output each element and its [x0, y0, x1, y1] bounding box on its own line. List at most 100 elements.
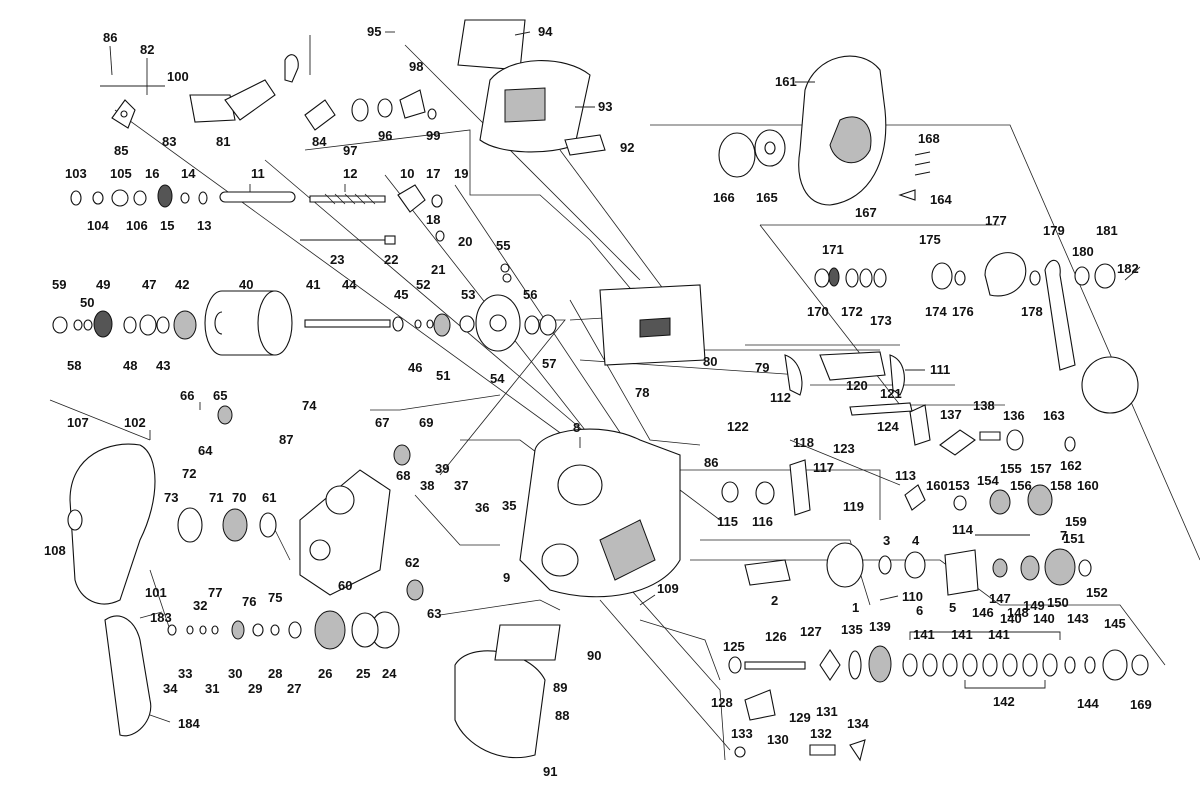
- part-label: 170: [807, 304, 829, 319]
- part-label: 68: [396, 468, 410, 483]
- part-label: 43: [156, 358, 170, 373]
- part-label: 96: [378, 128, 392, 143]
- mid-right-parts: [721, 351, 1076, 536]
- part-label: 74: [302, 398, 317, 413]
- part-label: 28: [268, 666, 282, 681]
- part-label: 166: [713, 190, 735, 205]
- part-label: 184: [178, 716, 200, 731]
- part-label: 174: [925, 304, 947, 319]
- part-label: 85: [114, 143, 128, 158]
- part-label: 164: [930, 192, 952, 207]
- part-label: 118: [793, 435, 814, 450]
- part-label: 132: [810, 726, 832, 741]
- part-label: 97: [343, 143, 357, 158]
- part-label: 101: [145, 585, 167, 600]
- part-label: 141: [988, 627, 1010, 642]
- part-label: 154: [977, 473, 999, 488]
- part-label: 160: [1077, 478, 1099, 493]
- part-label: 182: [1117, 261, 1139, 276]
- part-label: 25: [356, 666, 370, 681]
- part-label: 120: [846, 378, 868, 393]
- part-label: 133: [731, 726, 753, 741]
- part-label: 52: [416, 277, 430, 292]
- part-label: 169: [1130, 697, 1152, 712]
- part-label: 114: [952, 522, 974, 537]
- part-label: 79: [755, 360, 769, 375]
- part-label: 157: [1030, 461, 1052, 476]
- part-label: 78: [635, 385, 649, 400]
- part-label: 81: [216, 134, 230, 149]
- part-label: 55: [496, 238, 510, 253]
- right-side-cover-parts: [718, 55, 1139, 414]
- part-label: 173: [870, 313, 892, 328]
- part-label: 57: [542, 356, 556, 371]
- part-label: 128: [711, 695, 733, 710]
- part-label: 159: [1065, 514, 1087, 529]
- part-label: 115: [717, 514, 738, 529]
- part-label: 58: [67, 358, 81, 373]
- part-label: 73: [164, 490, 178, 505]
- part-label: 153: [948, 478, 970, 493]
- part-label: 141: [913, 627, 935, 642]
- part-label: 63: [427, 606, 441, 621]
- part-label: 119: [843, 499, 864, 514]
- part-label: 37: [454, 478, 468, 493]
- part-label: 41: [306, 277, 320, 292]
- part-label: 54: [490, 371, 505, 386]
- shaft-row-parts: [70, 184, 445, 245]
- part-label: 145: [1104, 616, 1126, 631]
- part-label: 111: [930, 362, 950, 377]
- part-label: 162: [1060, 458, 1082, 473]
- part-label: 148: [1007, 605, 1029, 620]
- part-label: 100: [167, 69, 189, 84]
- part-label: 168: [918, 131, 940, 146]
- part-label: 18: [426, 212, 440, 227]
- part-label: 9: [503, 570, 510, 585]
- part-label: 91: [543, 764, 557, 779]
- part-label: 149: [1023, 598, 1045, 613]
- part-label: 84: [312, 134, 327, 149]
- part-label: 72: [182, 466, 196, 481]
- part-label: 151: [1063, 531, 1085, 546]
- part-label: 112: [770, 390, 791, 405]
- part-label: 90: [587, 648, 601, 663]
- part-label: 177: [985, 213, 1007, 228]
- part-label: 102: [124, 415, 146, 430]
- spool-row-parts: [52, 263, 557, 356]
- part-label: 71: [209, 490, 223, 505]
- part-label: 127: [800, 624, 822, 639]
- part-label: 50: [80, 295, 94, 310]
- part-label: 160: [926, 478, 948, 493]
- part-label: 11: [251, 166, 265, 181]
- part-label: 122: [727, 419, 749, 434]
- part-label: 139: [869, 619, 891, 634]
- part-label: 124: [877, 419, 899, 434]
- part-label: 29: [248, 681, 262, 696]
- part-label: 94: [538, 24, 553, 39]
- part-label: 123: [833, 441, 855, 456]
- part-label: 155: [1000, 461, 1022, 476]
- part-label: 116: [752, 514, 773, 529]
- part-label: 176: [952, 304, 974, 319]
- part-label: 61: [262, 490, 276, 505]
- part-label: 44: [342, 277, 357, 292]
- part-label: 140: [1033, 611, 1055, 626]
- part-label: 13: [197, 218, 211, 233]
- part-label: 167: [855, 205, 877, 220]
- part-label: 82: [140, 42, 154, 57]
- part-label: 4: [912, 533, 920, 548]
- part-label: 40: [239, 277, 253, 292]
- part-label: 56: [523, 287, 537, 302]
- part-label: 141: [951, 627, 973, 642]
- part-label: 135: [841, 622, 863, 637]
- part-label: 24: [382, 666, 397, 681]
- part-label: 77: [208, 585, 222, 600]
- part-label: 165: [756, 190, 778, 205]
- part-label: 113: [895, 468, 916, 483]
- part-label: 2: [771, 593, 778, 608]
- part-label: 86: [103, 30, 117, 45]
- part-label: 83: [162, 134, 176, 149]
- bottom-right-parts: [728, 542, 1149, 762]
- part-label: 144: [1077, 696, 1099, 711]
